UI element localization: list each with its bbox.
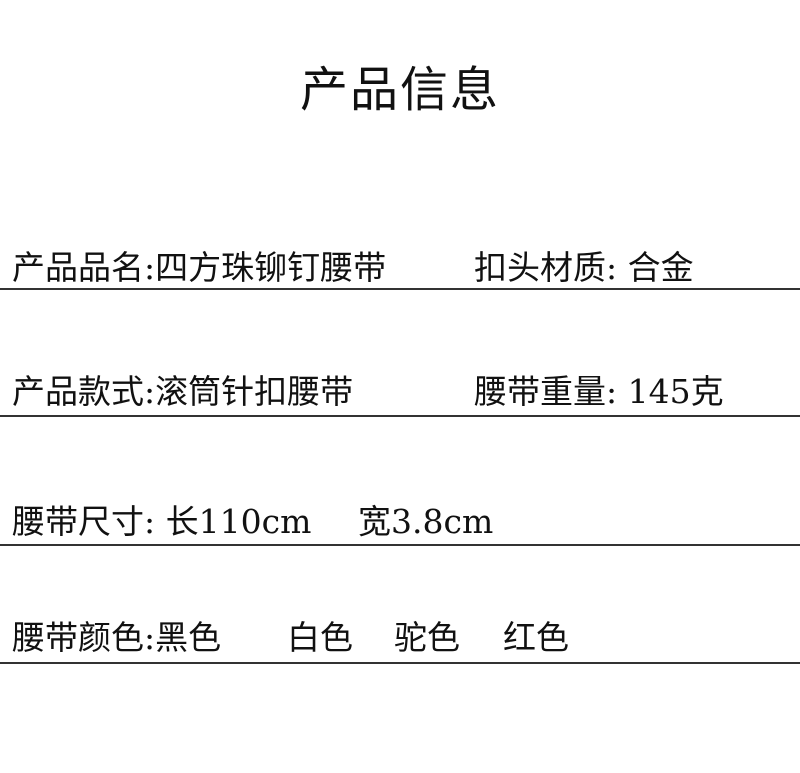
belt-weight-field: 腰带重量: 145克 [474, 372, 724, 411]
product-style-field: 产品款式:滚筒针扣腰带 [12, 372, 354, 411]
row-divider [0, 415, 800, 417]
info-row-colors: 腰带颜色:黑色 白色 驼色 红色 [0, 616, 800, 660]
color-option-white: 白色 [287, 618, 353, 657]
info-row-size: 腰带尺寸: 长110cm 宽3.8cm [0, 500, 800, 544]
product-name-field: 产品品名:四方珠铆钉腰带 [12, 248, 387, 287]
row-divider [0, 288, 800, 290]
belt-width-field: 宽3.8cm [358, 502, 494, 541]
color-option-red: 红色 [503, 618, 569, 657]
belt-color-field: 腰带颜色:黑色 [12, 618, 222, 657]
info-row-style-weight: 产品款式:滚筒针扣腰带 腰带重量: 145克 [0, 370, 800, 414]
info-row-name-material: 产品品名:四方珠铆钉腰带 扣头材质: 合金 [0, 246, 800, 290]
page-title: 产品信息 [299, 62, 500, 118]
row-divider [0, 662, 800, 664]
buckle-material-field: 扣头材质: 合金 [474, 248, 694, 287]
belt-length-field: 腰带尺寸: 长110cm [12, 502, 312, 541]
row-divider [0, 544, 800, 546]
color-option-camel: 驼色 [394, 618, 460, 657]
